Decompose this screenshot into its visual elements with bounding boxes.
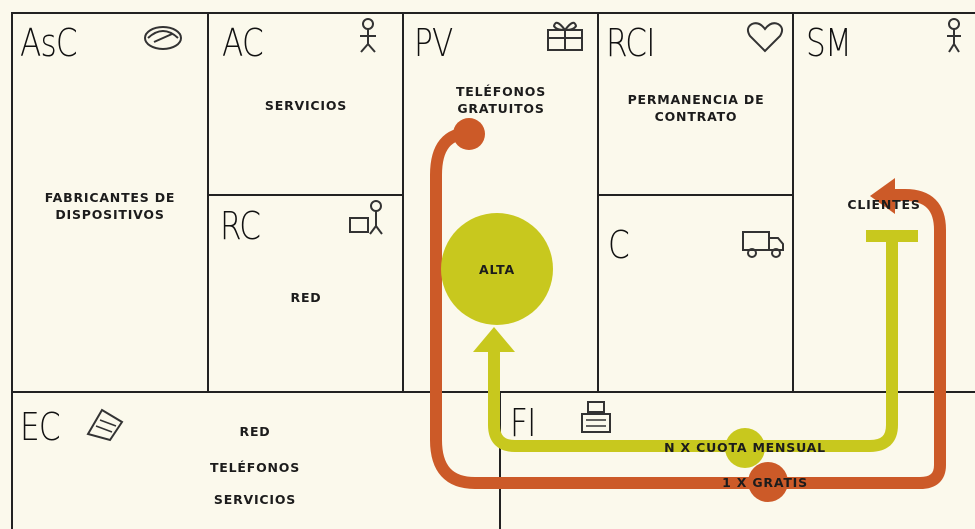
rc-item: RED — [290, 290, 322, 305]
grid-divider-rci-c — [597, 194, 794, 196]
block-code-ac: AC — [222, 21, 264, 65]
worker-icon — [360, 18, 376, 53]
block-code-pv: PV — [414, 21, 453, 65]
yellow-arrowhead — [473, 327, 515, 352]
quota-label: N X CUOTA MENSUAL — [664, 440, 826, 455]
yellow-flow — [488, 236, 898, 452]
grid-divider-1 — [207, 12, 209, 392]
rci-item: PERMANENCIA DE CONTRATO — [627, 92, 765, 124]
grid-divider-2 — [402, 12, 404, 392]
block-code-c: C — [608, 223, 630, 267]
block-code-asc: AsC — [20, 21, 78, 65]
grid-divider-3 — [597, 12, 599, 392]
gift-icon — [547, 21, 583, 51]
orange-flow — [430, 127, 946, 489]
ec-item-1: RED — [239, 424, 271, 439]
asc-item: FABRICANTES DE DISPOSITIVOS — [44, 190, 176, 222]
orange-arrowhead — [870, 178, 895, 214]
ec-item-3: SERVICIOS — [213, 492, 297, 507]
scale-icon — [86, 408, 124, 442]
alta-circle — [441, 213, 553, 325]
sm-item: CLIENTES — [847, 197, 921, 212]
truck-icon — [742, 231, 784, 258]
orange-gratis-dot — [748, 462, 788, 502]
orange-start-dot — [453, 118, 485, 150]
block-code-ec: EC — [20, 405, 61, 449]
person-icon — [947, 18, 961, 53]
alta-label: ALTA — [478, 262, 515, 277]
cash-register-icon — [581, 401, 611, 433]
block-code-fi: FI — [510, 401, 536, 445]
key-resources-icon — [349, 200, 383, 235]
grid-border-left — [11, 12, 13, 529]
block-code-rc: RC — [220, 204, 261, 248]
gratis-label: 1 X GRATIS — [722, 475, 808, 490]
block-code-rci: RCI — [606, 21, 655, 65]
grid-border-top — [11, 12, 975, 14]
pv-item: TELÉFONOS GRATUITOS — [455, 84, 547, 116]
ac-item: SERVICIOS — [264, 98, 348, 113]
grid-divider-ec-fi — [499, 391, 501, 529]
grid-divider-4 — [792, 12, 794, 392]
heart-icon — [746, 22, 784, 53]
yellow-quota-dot — [725, 428, 765, 468]
block-code-sm: SM — [806, 21, 852, 65]
grid-divider-ac-rc — [207, 194, 404, 196]
handshake-icon — [144, 26, 182, 50]
ec-item-2: TELÉFONOS — [209, 460, 301, 475]
